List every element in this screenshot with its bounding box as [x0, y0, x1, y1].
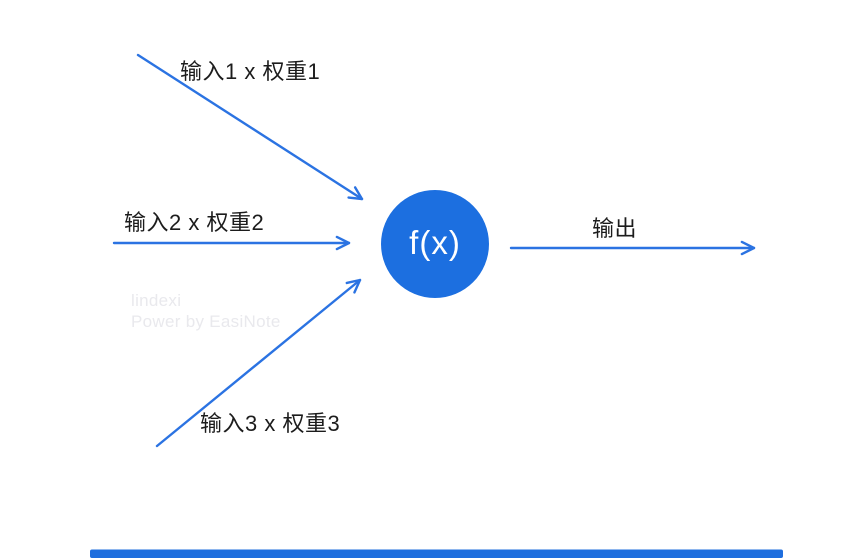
input-arrow-3[interactable] [155, 278, 362, 448]
watermark-line-1: lindexi [131, 291, 182, 310]
input-label-1[interactable]: 输入1 x 权重1 [180, 59, 321, 84]
input-label-3[interactable]: 输入3 x 权重3 [200, 411, 341, 436]
neuron-node-circle[interactable] [381, 190, 489, 298]
input-label-2[interactable]: 输入2 x 权重2 [124, 210, 265, 235]
watermark-line-2: Power by EasiNote [131, 312, 281, 331]
output-label[interactable]: 输出 [592, 216, 638, 241]
bottom-blue-bar [90, 549, 783, 558]
activation-function-label[interactable]: f(x) [409, 224, 461, 261]
watermark: lindexi Power by EasiNote [131, 290, 281, 332]
input-arrow-1[interactable] [136, 53, 364, 201]
